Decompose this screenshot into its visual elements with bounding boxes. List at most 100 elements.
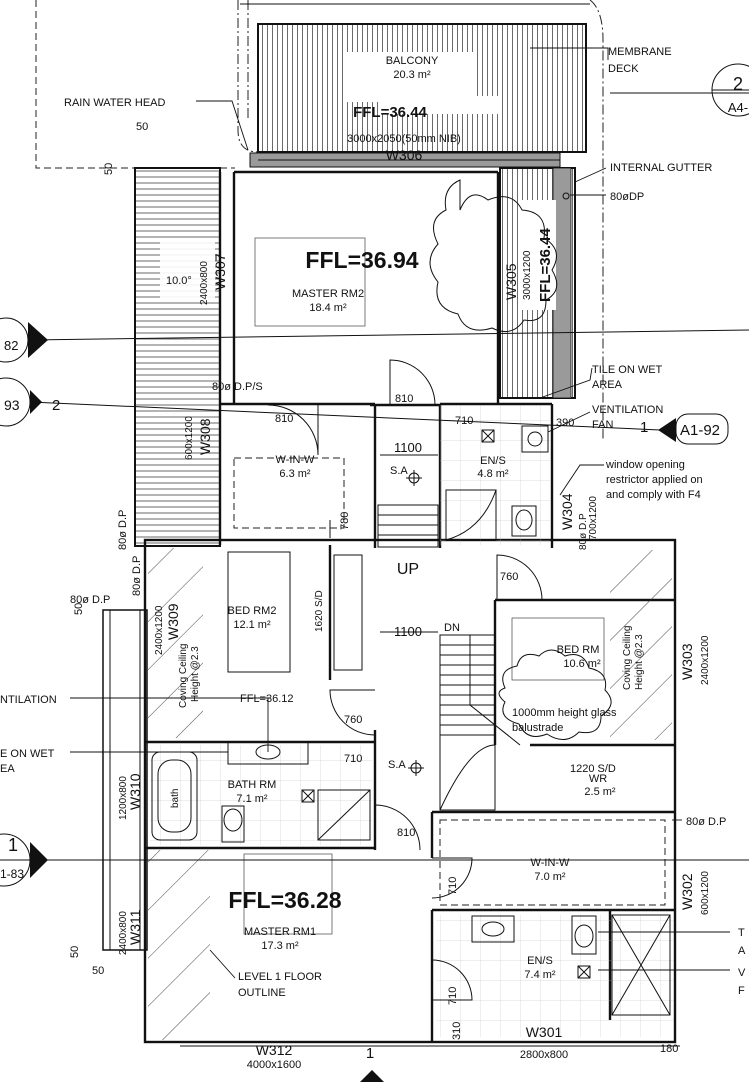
note-80dp: 80øDP <box>610 191 644 203</box>
dimension-lines <box>180 454 680 1047</box>
section-bottom-num: 1 <box>366 1045 374 1062</box>
ens-upper-area: 4.8 m² <box>477 468 509 480</box>
dim-810-a: 810 <box>395 393 413 405</box>
dp-80-b: 80ø D.P <box>131 556 143 596</box>
master1-area: 17.3 m² <box>261 940 299 952</box>
w303-size: 2400x1200 <box>700 635 711 685</box>
dp-80-c: 80ø D.P <box>578 513 589 550</box>
ens-lower-name: EN/S <box>527 955 553 967</box>
ens-lower-area: 7.4 m² <box>524 969 556 981</box>
coving-a-2: Height @2.3 <box>190 646 201 702</box>
stairs <box>377 504 521 811</box>
ffl-master1: FFL=36.28 <box>228 887 341 913</box>
coving-b-1: Coving Ceiling <box>622 626 633 690</box>
w306-size: 3000x2050(50mm NIB) <box>347 133 461 145</box>
revision-clouds <box>429 179 612 740</box>
dim-50-e: 50 <box>73 603 85 615</box>
coving-a-1: Coving Ceiling <box>178 644 189 708</box>
w305-size: 3000x1200 <box>522 250 533 300</box>
section-markers <box>0 63 749 1082</box>
stair-up: UP <box>397 561 419 578</box>
w304-size: 700x1200 <box>588 496 599 540</box>
coving-hatch <box>148 548 672 1040</box>
symbols <box>301 192 591 979</box>
right-cut-t: T <box>738 927 745 939</box>
dim-710-a: 710 <box>455 415 473 427</box>
w309-size: 2400x1200 <box>154 605 165 655</box>
right-cut-f: F <box>738 985 745 997</box>
bath-area: 7.1 m² <box>236 793 268 805</box>
right-cut-a: A <box>738 945 746 957</box>
dim-1100-b: 1100 <box>394 624 422 639</box>
w311-tag: W311 <box>127 909 143 945</box>
section-right-ref: A1-92 <box>680 422 720 439</box>
w312-tag: W312 <box>256 1042 293 1058</box>
left-lower-deck <box>102 609 148 951</box>
left-vent: NTILATION <box>0 694 57 706</box>
floor-outline-1: LEVEL 1 FLOOR <box>238 971 322 983</box>
bed-name: BED RM <box>557 644 600 656</box>
dim-50-b: 50 <box>103 163 115 175</box>
wet-tiles <box>150 405 674 1037</box>
master2-area: 18.4 m² <box>309 302 347 314</box>
floor-outline-2: OUTLINE <box>238 987 286 999</box>
note-area: AREA <box>592 379 623 391</box>
sd-1220: 1220 S/D <box>570 763 616 775</box>
note-internal-gutter: INTERNAL GUTTER <box>610 162 712 174</box>
w309-tag: W309 <box>165 603 181 640</box>
sd-1620: 1620 S/D <box>314 590 325 632</box>
w301-size: 2800x800 <box>520 1049 568 1061</box>
dim-760-b: 760 <box>344 714 362 726</box>
w308-tag: W308 <box>197 418 213 455</box>
dp-s: 80ø D.P/S <box>212 381 263 393</box>
balustrade-1: 1000mm height glass <box>512 707 617 719</box>
note-deck: DECK <box>608 63 639 75</box>
dp-80-e: 80ø D.P <box>686 816 726 828</box>
section-top-ref: A4- <box>728 100 748 115</box>
wiw-lower-area: 7.0 m² <box>534 871 566 883</box>
dim-50-c: 50 <box>69 946 81 958</box>
note-fan: FAN <box>592 419 613 431</box>
ffl-side: FFL=36.44 <box>537 228 554 302</box>
stair-dn: DN <box>444 622 460 634</box>
master1-name: MASTER RM1 <box>244 926 316 938</box>
sa-a: S.A <box>390 465 408 477</box>
note-window-2: restrictor applied on <box>606 474 703 486</box>
section-left-num: 2 <box>52 397 60 414</box>
dim-710-b: 710 <box>344 753 362 765</box>
master2-name: MASTER RM2 <box>292 288 364 300</box>
w310-tag: W310 <box>127 773 143 810</box>
w304-tag: W304 <box>559 493 575 530</box>
bed2-name: BED RM2 <box>228 605 277 617</box>
dim-390: 390 <box>556 417 574 429</box>
left-deck <box>134 167 221 547</box>
dim-760-a: 760 <box>500 571 518 583</box>
walls <box>143 170 677 1044</box>
dim-50-d: 50 <box>92 965 104 977</box>
leader-lines <box>70 47 730 979</box>
w311-size: 2400x800 <box>118 911 129 955</box>
section-left-a: 82 <box>4 338 18 353</box>
bath-name: BATH RM <box>228 779 277 791</box>
w302-size: 600x1200 <box>700 871 711 915</box>
dim-310: 310 <box>451 1022 463 1040</box>
balustrade-2: balustrade <box>512 722 563 734</box>
w305-tag: W305 <box>503 263 519 300</box>
note-window-1: window opening <box>605 459 685 471</box>
dim-710-c: 710 <box>447 877 459 895</box>
wiw-upper-name: W-IN-W <box>276 454 316 466</box>
left-tile-1: E ON WET <box>0 748 55 760</box>
w302-tag: W302 <box>679 873 695 910</box>
note-tile-wet: TILE ON WET <box>592 364 663 376</box>
doors <box>267 359 543 1001</box>
balcony-name: BALCONY <box>386 55 439 67</box>
dim-810-b: 810 <box>275 413 293 425</box>
bath-label: bath <box>170 789 181 808</box>
coving-b-2: Height @2.3 <box>634 634 645 690</box>
wiw-lower-name: W-IN-W <box>531 857 571 869</box>
note-window-3: and comply with F4 <box>606 489 701 501</box>
section-left-bottom-ref: 1-83 <box>0 867 24 881</box>
dim-710-d: 710 <box>447 987 459 1005</box>
w310-size: 1200x800 <box>118 776 129 820</box>
